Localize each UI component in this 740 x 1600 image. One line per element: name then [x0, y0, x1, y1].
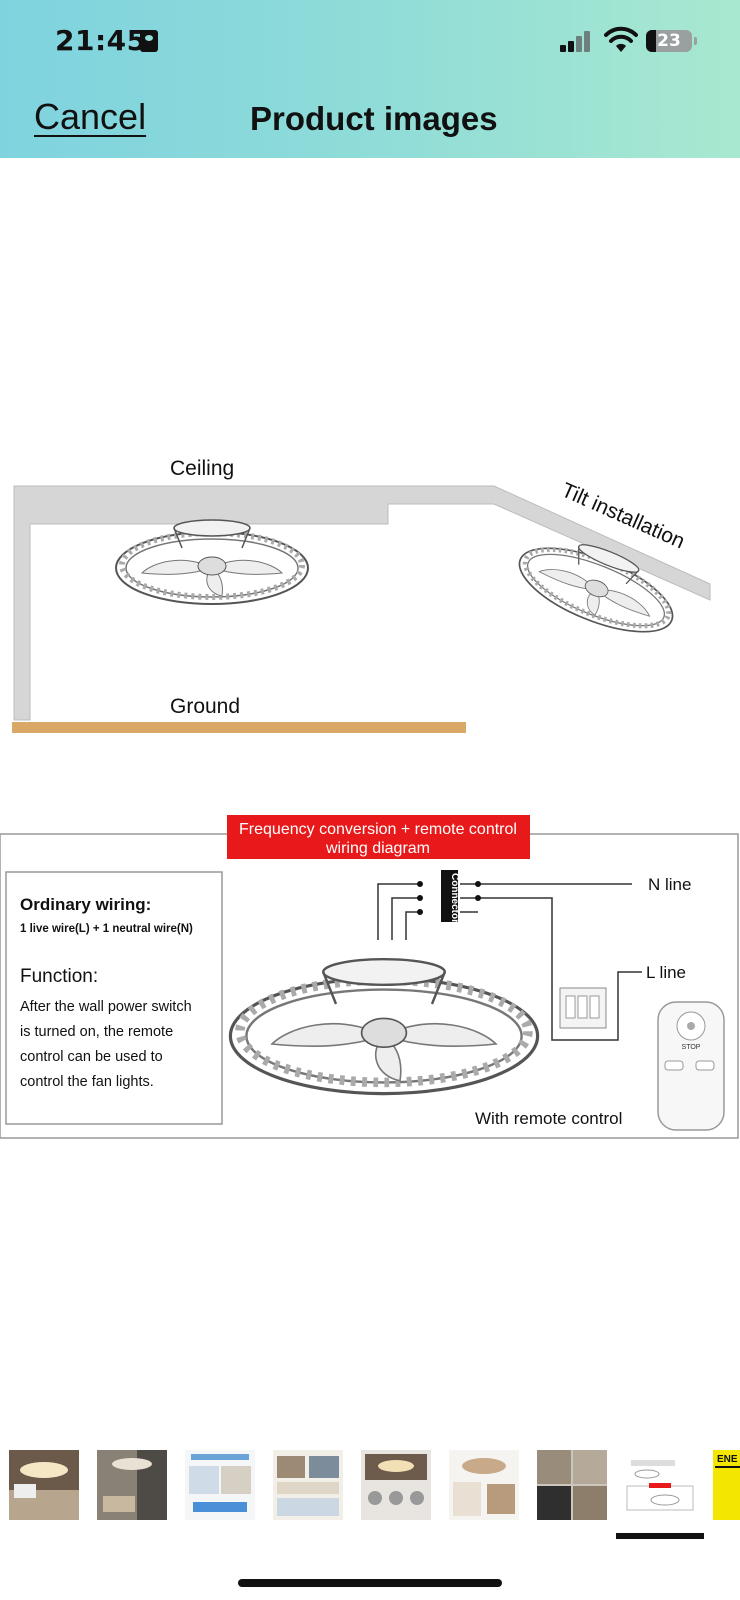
function-line: is turned on, the remote — [20, 1024, 173, 1040]
thumbnail-7[interactable] — [537, 1450, 607, 1520]
ground-label: Ground — [170, 695, 240, 718]
thumbnail-6[interactable] — [449, 1450, 519, 1520]
thumbnail-8-selected[interactable] — [625, 1450, 695, 1520]
function-line: control the fan lights. — [20, 1074, 154, 1090]
thumbnail-2[interactable] — [97, 1450, 167, 1520]
product-image[interactable]: Ceiling Tilt installation Ground Frequen… — [0, 158, 740, 1428]
battery-level: 23 — [657, 31, 681, 51]
function-line: control can be used to — [20, 1049, 163, 1065]
remote-control-label: With remote control — [475, 1109, 622, 1128]
function-line: After the wall power switch — [20, 999, 192, 1015]
connector-label: Connector — [449, 873, 460, 923]
wifi-icon — [604, 26, 638, 52]
function-heading: Function: — [20, 966, 98, 987]
thumbnail-3[interactable] — [185, 1450, 255, 1520]
wiring-subheading: 1 live wire(L) + 1 neutral wire(N) — [20, 923, 193, 935]
wiring-text-box — [5, 871, 223, 1125]
battery-icon: 23 — [646, 30, 692, 52]
thumbnail-energy-label: ENE — [717, 1454, 738, 1465]
thumbnail-5[interactable] — [361, 1450, 431, 1520]
page-title: Product images — [250, 100, 498, 137]
header-bar: 21:45 23 Cancel Product images — [0, 0, 740, 158]
l-line-label: L line — [646, 963, 686, 982]
wiring-heading: Ordinary wiring: — [20, 895, 151, 914]
battery-cap — [694, 37, 697, 45]
remote-stop-label: STOP — [682, 1044, 701, 1051]
ceiling-fan-illustration — [116, 520, 308, 604]
thumbnail-9[interactable]: ENE — [713, 1450, 740, 1520]
cellular-signal-icon — [560, 30, 592, 52]
tilt-installation-label: Tilt installation — [558, 479, 688, 554]
remote-control-illustration: STOP — [657, 1001, 725, 1131]
ceiling-wall-shape — [13, 485, 711, 721]
selected-thumbnail-indicator — [616, 1533, 704, 1539]
ground-bar — [12, 722, 466, 733]
thumbnail-4[interactable] — [273, 1450, 343, 1520]
wiring-junctions — [417, 881, 481, 915]
banner-line-1: Frequency conversion + remote control — [239, 821, 517, 838]
thumbnail-1[interactable] — [9, 1450, 79, 1520]
diagram-banner — [227, 815, 530, 859]
ceiling-label: Ceiling — [170, 457, 234, 480]
thumbnail-strip[interactable]: ENE — [0, 1450, 740, 1526]
contact-card-icon — [140, 30, 158, 52]
wiring-lines — [377, 883, 642, 1041]
n-line-label: N line — [648, 875, 691, 894]
wall-switch-illustration — [559, 987, 607, 1029]
connector-block — [441, 870, 458, 922]
banner-line-2: wiring diagram — [325, 840, 430, 857]
status-time: 21:45 — [55, 24, 147, 57]
cancel-button[interactable]: Cancel — [34, 96, 147, 137]
home-indicator[interactable] — [238, 1579, 502, 1587]
